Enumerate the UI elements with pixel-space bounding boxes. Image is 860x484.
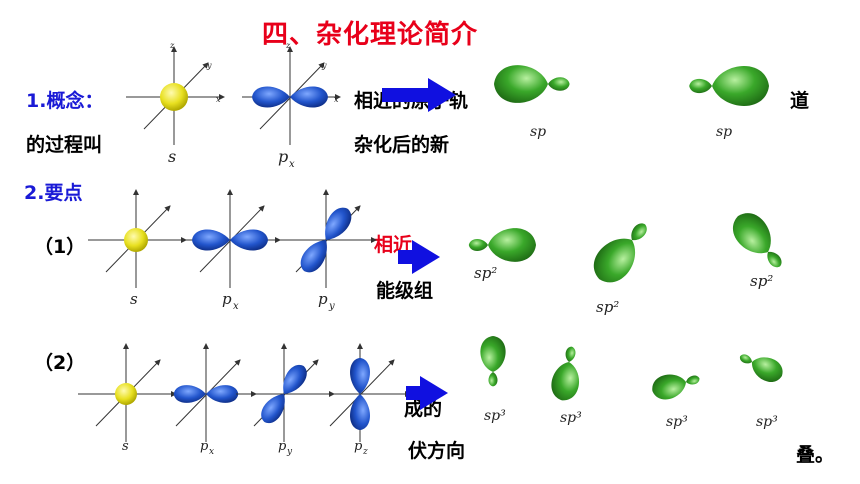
- label-px-row3: p: [200, 439, 209, 454]
- concept-label: 1.概念：: [26, 90, 104, 112]
- axis-y-label: y: [321, 61, 327, 70]
- label-sp2-2: sp²: [596, 298, 619, 316]
- label-sp2-1: sp²: [474, 264, 497, 282]
- label-s-row1: s: [168, 147, 176, 166]
- label-sp3-3: sp³: [666, 414, 688, 430]
- axis-y-label: y: [206, 61, 212, 70]
- label-sp2-3: sp²: [750, 272, 773, 290]
- point1-label: （1）: [34, 236, 86, 258]
- sp3-orbital-4: [735, 345, 787, 387]
- point2-text-mid: 成的: [404, 398, 443, 420]
- label-sp3-2: sp³: [560, 410, 582, 426]
- label-sp3-1: sp³: [484, 408, 506, 424]
- sp2-orbital-1: [468, 228, 536, 262]
- axis-x-label: x: [334, 95, 339, 104]
- point2-text-end: 叠。: [796, 444, 835, 466]
- label-s-row3: s: [122, 439, 129, 454]
- label-pz-row3-sub: z: [362, 447, 368, 457]
- px-orbital-row2: [182, 190, 280, 288]
- pz-orbital-row3: [312, 344, 410, 442]
- s-orbital-row2: [88, 190, 186, 288]
- s-orbital-row3: [78, 344, 176, 442]
- point1-text: 能级组: [376, 280, 434, 302]
- px-orbital-row3: [158, 344, 256, 442]
- label-px-row2: p: [222, 290, 232, 308]
- label-sp-2: sp: [716, 124, 732, 140]
- concept-text-end: 道: [790, 90, 810, 112]
- row3-arrow: [406, 376, 448, 410]
- sp2-orbital-3: [725, 205, 793, 277]
- label-px-row1: p: [278, 147, 288, 166]
- sp3-orbital-3: [649, 366, 703, 403]
- sp-orbital-2: [689, 66, 769, 106]
- axis-z-label: z: [169, 41, 175, 50]
- label-sp-1: sp: [530, 124, 546, 140]
- sp2-orbital-2: [585, 212, 659, 291]
- row2-arrow: [398, 240, 440, 274]
- label-px-row3-sub: x: [209, 447, 214, 457]
- sp3-orbital-1: [480, 336, 506, 387]
- label-px-row1-sub: x: [289, 159, 295, 170]
- label-py-row3: p: [278, 439, 287, 454]
- axis-x-label: x: [216, 95, 221, 104]
- py-orbital-row3: [236, 344, 334, 442]
- point2-label: （2）: [34, 352, 86, 374]
- process-text-start: 的过程叫: [26, 134, 103, 156]
- points-label: 2.要点: [24, 182, 83, 204]
- label-s-row2: s: [130, 290, 138, 308]
- sp-orbital-1: [494, 65, 570, 103]
- py-orbital-row2: [278, 190, 376, 288]
- axis-z-label: z: [285, 41, 291, 50]
- s-orbital-row1: [126, 47, 224, 145]
- sp3-orbital-2: [548, 344, 586, 403]
- page-title: 四、杂化理论简介: [262, 20, 479, 50]
- label-py-row3-sub: y: [286, 447, 293, 457]
- process-text-mid: 杂化后的新: [354, 134, 450, 156]
- label-py-row2-sub: y: [328, 301, 335, 312]
- label-py-row2: p: [318, 290, 328, 308]
- label-sp3-4: sp³: [756, 414, 778, 430]
- point2-text-low: 伏方向: [408, 440, 466, 462]
- row1-arrow: [382, 78, 456, 112]
- label-px-row2-sub: x: [233, 301, 239, 312]
- label-pz-row3: p: [354, 439, 363, 454]
